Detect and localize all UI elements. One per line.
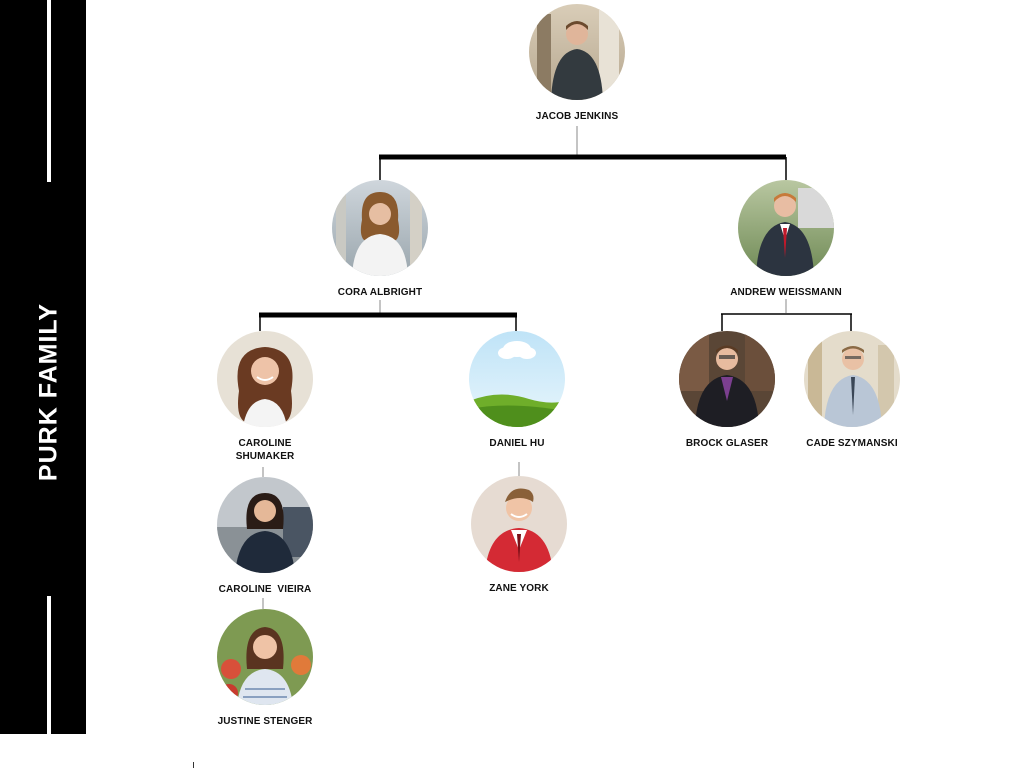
- member-name: ANDREW WEISSMANN: [716, 286, 856, 299]
- member-zane-york: ZANE YORK: [449, 476, 589, 595]
- member-daniel-hu: DANIEL HU: [447, 331, 587, 450]
- member-name: BROCK GLASER: [657, 437, 797, 450]
- member-justine-stenger: JUSTINE STENGER: [195, 609, 335, 728]
- member-name: DANIEL HU: [447, 437, 587, 450]
- member-caroline-vieira: CAROLINE VIEIRA: [195, 477, 335, 596]
- member-cora-albright: CORA ALBRIGHT: [310, 180, 450, 299]
- photo-icon: [471, 476, 567, 572]
- photo-icon: [217, 331, 313, 427]
- member-jacob-jenkins: JACOB JENKINS: [507, 4, 647, 123]
- member-name: CAROLINE VIEIRA: [195, 583, 335, 596]
- member-caroline-shumaker: CAROLINE SHUMAKER: [195, 331, 335, 463]
- photo-icon: [804, 331, 900, 427]
- member-brock-glaser: BROCK GLASER: [657, 331, 797, 450]
- member-andrew-weissmann: ANDREW WEISSMANN: [716, 180, 856, 299]
- bottom-tick-mark: [193, 762, 194, 768]
- member-name: CADE SZYMANSKI: [782, 437, 922, 450]
- member-cade-szymanski: CADE SZYMANSKI: [782, 331, 922, 450]
- photo-icon: [679, 331, 775, 427]
- photo-icon: [529, 4, 625, 100]
- member-name: CORA ALBRIGHT: [310, 286, 450, 299]
- member-name: JACOB JENKINS: [507, 110, 647, 123]
- member-name: JUSTINE STENGER: [195, 715, 335, 728]
- member-name: CAROLINE SHUMAKER: [220, 437, 310, 463]
- photo-icon: [217, 477, 313, 573]
- photo-icon: [217, 609, 313, 705]
- member-name: ZANE YORK: [449, 582, 589, 595]
- landscape-placeholder-icon: [469, 331, 565, 427]
- photo-icon: [738, 180, 834, 276]
- photo-icon: [332, 180, 428, 276]
